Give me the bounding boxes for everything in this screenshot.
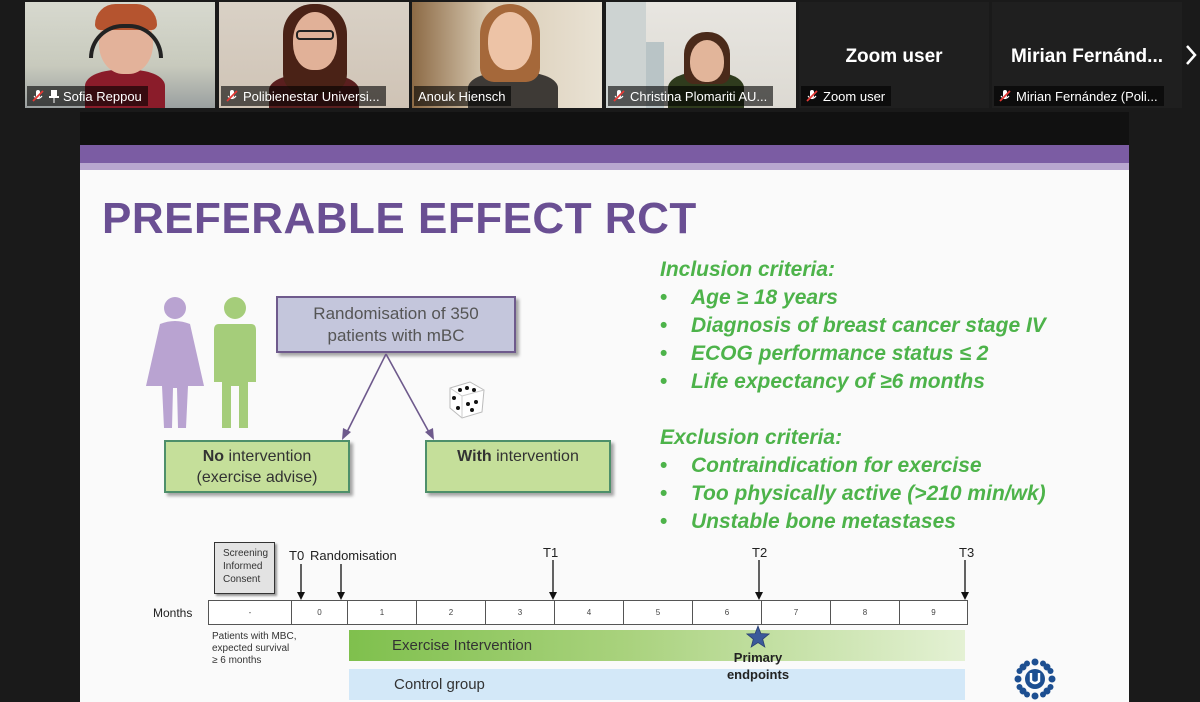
month-cell: 6 <box>693 601 762 624</box>
arm-no-text: intervention <box>224 448 312 465</box>
participant-name-bar: Christina Plomariti AU... <box>608 86 774 106</box>
participant-name-bar: Mirian Fernández (Poli... <box>994 86 1164 106</box>
arm-no-line2: (exercise advise) <box>196 469 318 486</box>
t3-label: T3 <box>959 545 975 560</box>
star-icon <box>746 625 770 648</box>
patients-note: Patients with MBC, expected survival ≥ 6… <box>212 631 297 666</box>
exclusion-item: •Unstable bone metastases <box>660 510 956 533</box>
participant-tile[interactable]: Sofia Reppou <box>25 2 215 108</box>
criteria-list: Inclusion criteria: •Age ≥ 18 years •Dia… <box>660 256 1046 536</box>
participant-display-name: Zoom user <box>845 46 943 67</box>
participant-tile[interactable]: Mirian Fernánd... Mirian Fernández (Poli… <box>992 2 1182 108</box>
with-intervention-box: With intervention <box>425 440 611 493</box>
participant-name: Anouk Hiensch <box>418 88 506 104</box>
randomisation-line1: Randomisation of 350 <box>313 304 479 323</box>
month-cell: 0 <box>292 601 348 624</box>
participant-name-bar: Sofia Reppou <box>27 86 148 106</box>
pin-icon <box>49 90 59 103</box>
month-cell: 9 <box>931 608 936 617</box>
arm-no-bold: No <box>202 448 225 465</box>
month-cell: 8 <box>831 601 900 624</box>
slide-header-band <box>80 145 1129 163</box>
month-cell: 1 <box>348 601 417 624</box>
t0-label: T0 <box>289 548 305 563</box>
dice-icon <box>449 381 485 419</box>
shared-screen: PREFERABLE EFFECT RCT Randomisation of 3… <box>80 112 1129 702</box>
slide-header-stripe <box>80 163 1129 170</box>
randomisation-line2: patients with mBC <box>327 326 465 345</box>
month-cell: 2 <box>417 601 486 624</box>
patients-figure-icon <box>146 297 256 428</box>
months-timeline: - 0 1 2 3 4 5 6 7 8 9 <box>208 600 968 625</box>
participant-tile[interactable]: Polibienestar Universi... <box>219 2 409 108</box>
muted-mic-icon <box>806 90 818 102</box>
screening-box: Screening Informed Consent <box>214 542 275 594</box>
month-cell: 3 <box>486 601 555 624</box>
control-group-bar: Control group <box>349 669 965 700</box>
participant-tile[interactable]: Zoom user Zoom user <box>799 2 989 108</box>
muted-mic-icon <box>613 90 625 102</box>
participant-gallery: Sofia Reppou Polibienestar Universi... <box>0 0 1200 112</box>
participant-name: Mirian Fernández (Poli... <box>1016 88 1158 104</box>
month-cell: - <box>209 601 292 624</box>
exercise-intervention-bar: Exercise Intervention <box>349 630 965 661</box>
exclusion-item: •Contraindication for exercise <box>660 454 982 477</box>
participant-name: Polibienestar Universi... <box>243 88 380 104</box>
inclusion-item: •ECOG performance status ≤ 2 <box>660 342 989 365</box>
share-top-band <box>80 112 1129 145</box>
participant-tile[interactable]: Anouk Hiensch <box>412 2 602 108</box>
exclusion-item: •Too physically active (>210 min/wk) <box>660 482 1046 505</box>
next-page-arrow-icon[interactable] <box>1184 44 1198 66</box>
participant-name-bar: Polibienestar Universi... <box>221 86 386 106</box>
muted-mic-icon <box>226 90 238 102</box>
participant-name: Sofia Reppou <box>63 88 142 104</box>
participant-display-name: Mirian Fernánd... <box>1010 46 1164 67</box>
t2-label: T2 <box>752 545 768 560</box>
exclusion-header: Exclusion criteria: <box>660 426 843 449</box>
month-cell: 7 <box>762 601 831 624</box>
t1-label: T1 <box>543 545 559 560</box>
participant-tile[interactable]: Christina Plomariti AU... <box>606 2 796 108</box>
arm-with-text: intervention <box>491 448 579 465</box>
randomisation-arrows <box>342 353 434 440</box>
inclusion-item: •Life expectancy of ≥6 months <box>660 370 985 393</box>
participant-name: Christina Plomariti AU... <box>630 88 768 104</box>
muted-mic-icon <box>999 90 1011 102</box>
participant-name-bar: Zoom user <box>801 86 892 106</box>
slide-title: PREFERABLE EFFECT RCT <box>102 194 697 243</box>
university-logo-icon <box>1014 658 1056 700</box>
months-label: Months <box>153 606 193 620</box>
timepoint-arrows <box>297 560 969 600</box>
participant-name-bar: Anouk Hiensch <box>414 86 512 106</box>
control-group-label: Control group <box>394 676 485 693</box>
primary-endpoints-label: Primary endpoints <box>726 650 790 682</box>
exercise-intervention-label: Exercise Intervention <box>392 637 533 654</box>
inclusion-item: •Diagnosis of breast cancer stage IV <box>660 314 1046 337</box>
randomisation-box: Randomisation of 350 patients with mBC <box>276 296 516 353</box>
arm-with-bold: With <box>457 448 492 465</box>
muted-mic-icon <box>32 90 44 102</box>
randomisation-label: Randomisation <box>310 548 397 563</box>
inclusion-item: •Age ≥ 18 years <box>660 286 838 309</box>
inclusion-header: Inclusion criteria: <box>660 258 836 281</box>
month-cell: 5 <box>624 601 693 624</box>
participant-name: Zoom user <box>823 88 886 104</box>
month-cell: 4 <box>555 601 624 624</box>
no-intervention-box: No intervention (exercise advise) <box>164 440 350 493</box>
